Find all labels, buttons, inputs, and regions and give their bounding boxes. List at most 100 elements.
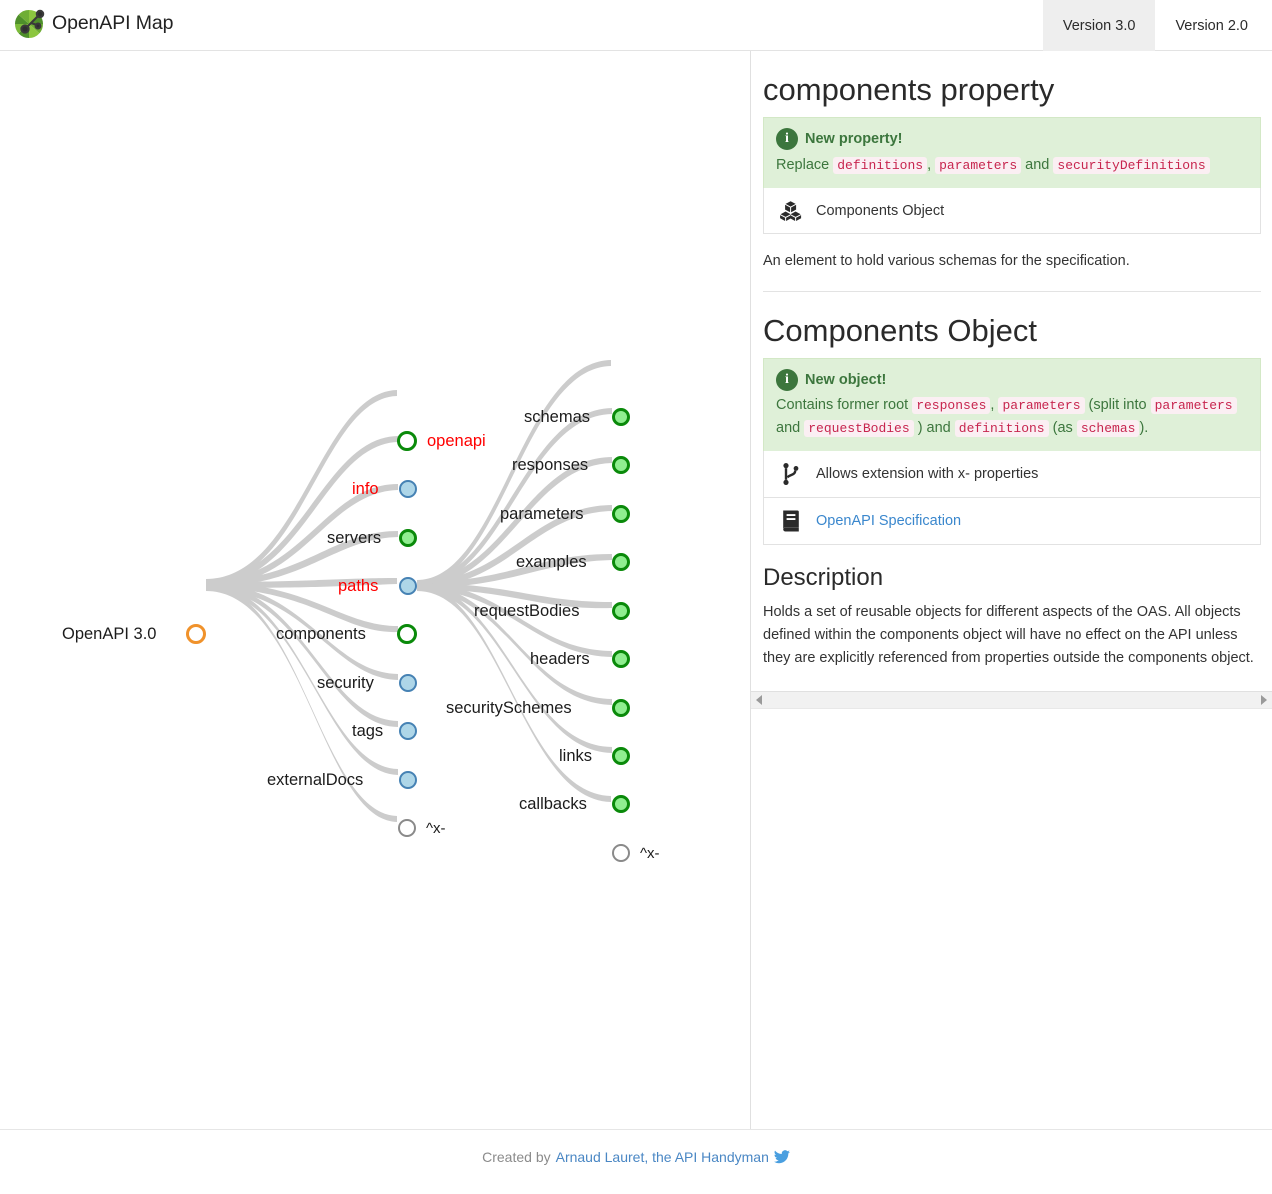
node-dot-links[interactable] <box>612 747 630 765</box>
git-branch-icon <box>778 462 804 486</box>
node-dot-extension-root[interactable] <box>398 819 416 837</box>
node-dot-openapi[interactable] <box>397 431 417 451</box>
graph-edges <box>206 360 612 822</box>
node-label-responses[interactable]: responses <box>512 456 589 474</box>
description-body: Holds a set of reusable objects for diff… <box>763 604 1254 667</box>
node-label-securityschemes[interactable]: securitySchemes <box>446 699 572 717</box>
description-title: Description <box>763 564 884 591</box>
object-alert-text-5: (as <box>1052 419 1073 436</box>
object-row-specification[interactable]: OpenAPI Specification <box>763 498 1261 545</box>
node-label-extension-components[interactable]: ^x- <box>640 845 660 862</box>
node-dot-externaldocs[interactable] <box>399 771 417 789</box>
code-definitions: definitions <box>833 156 928 174</box>
graph-canvas[interactable]: OpenAPI 3.0 openapi info servers paths c… <box>0 51 750 1129</box>
node-dot-root[interactable] <box>186 624 206 644</box>
node-dot-tags[interactable] <box>399 722 417 740</box>
node-label-examples[interactable]: examples <box>516 553 587 571</box>
node-label-tags[interactable]: tags <box>352 722 384 740</box>
property-row-label: Components Object <box>816 202 945 219</box>
tab-version-20[interactable]: Version 2.0 <box>1175 17 1248 34</box>
node-dot-responses[interactable] <box>612 456 630 474</box>
node-dot-schemas[interactable] <box>612 408 630 426</box>
property-alert-badge: New property! <box>805 131 903 148</box>
node-dot-examples[interactable] <box>612 553 630 571</box>
detail-horizontal-scrollbar[interactable] <box>751 691 1272 709</box>
author-link[interactable]: Arnaud Lauret, the API Handyman <box>555 1149 769 1165</box>
object-alert-text-6: ). <box>1139 419 1149 436</box>
alert-and: and <box>1025 156 1050 173</box>
node-dot-extension-components[interactable] <box>612 844 630 862</box>
openapi-specification-link[interactable]: OpenAPI Specification <box>816 513 962 529</box>
object-alert-body: Contains former root responses, paramete… <box>776 394 1248 439</box>
book-icon <box>778 509 804 533</box>
version-tabs: Version 3.0 Version 2.0 <box>1042 0 1268 51</box>
object-alert-text-2: (split into <box>1088 397 1147 414</box>
footer-credit: Created by Arnaud Lauret, the API Handym… <box>482 1149 790 1165</box>
property-row-components-object[interactable]: Components Object <box>763 188 1261 235</box>
node-dot-requestbodies[interactable] <box>612 602 630 620</box>
node-dot-callbacks[interactable] <box>612 795 630 813</box>
object-alert-text-4: ) and <box>917 419 951 436</box>
alert-comma: , <box>927 156 932 173</box>
node-label-paths[interactable]: paths <box>338 577 379 595</box>
node-dot-headers[interactable] <box>612 650 630 668</box>
property-paragraph: An element to hold various schemas for t… <box>763 253 1130 270</box>
node-label-info[interactable]: info <box>352 480 379 498</box>
code-responses: responses <box>912 397 991 415</box>
node-label-requestbodies[interactable]: requestBodies <box>474 602 580 620</box>
node-label-security[interactable]: security <box>317 674 374 692</box>
node-label-servers[interactable]: servers <box>327 529 382 547</box>
node-label-externaldocs[interactable]: externalDocs <box>267 771 364 789</box>
code-parameters: parameters <box>935 156 1022 174</box>
node-label-parameters[interactable]: parameters <box>500 505 584 523</box>
node-label-schemas[interactable]: schemas <box>524 408 591 426</box>
tab-version-30[interactable]: Version 3.0 <box>1042 0 1156 51</box>
twitter-bird-icon[interactable] <box>773 1150 790 1164</box>
info-circle-icon: i <box>776 368 798 391</box>
components-cubes-icon <box>778 200 804 222</box>
page-footer: Created by Arnaud Lauret, the API Handym… <box>0 1129 1272 1194</box>
brand-title: OpenAPI Map <box>52 12 174 35</box>
alert-prefix: Replace <box>776 156 830 173</box>
property-new-alert: i New property! Replace definitions, par… <box>763 117 1261 189</box>
scroll-right-arrow-icon[interactable] <box>1256 692 1272 708</box>
object-alert-comma: , <box>990 397 995 414</box>
property-alert-body: Replace definitions, parameters and secu… <box>776 154 1248 176</box>
code-parameters-1: parameters <box>998 397 1085 415</box>
code-schemas: schemas <box>1076 419 1140 437</box>
node-label-callbacks[interactable]: callbacks <box>519 795 587 813</box>
code-definitions-2: definitions <box>954 419 1049 437</box>
info-circle-icon: i <box>776 128 798 151</box>
object-alert-text-1: Contains former root <box>776 397 909 414</box>
section-divider <box>763 290 1261 292</box>
openapi-map-logo-icon <box>14 9 45 39</box>
code-securitydefinitions: securityDefinitions <box>1053 156 1210 174</box>
node-label-links[interactable]: links <box>559 747 593 765</box>
node-label-headers[interactable]: headers <box>530 650 590 668</box>
object-new-alert: i New object! Contains former root respo… <box>763 357 1261 451</box>
node-label-root[interactable]: OpenAPI 3.0 <box>62 625 157 643</box>
node-dot-securityschemes[interactable] <box>612 699 630 717</box>
node-label-openapi[interactable]: openapi <box>427 432 486 450</box>
scroll-left-arrow-icon[interactable] <box>751 692 767 708</box>
object-row-extension[interactable]: Allows extension with x- properties <box>763 451 1261 498</box>
object-title: Components Object <box>763 312 1037 348</box>
node-dot-security[interactable] <box>399 674 417 692</box>
object-alert-text-3: and <box>776 419 801 436</box>
brand: OpenAPI Map <box>12 6 173 42</box>
node-dot-components[interactable] <box>397 624 417 644</box>
object-alert-badge: New object! <box>805 371 887 388</box>
node-label-components[interactable]: components <box>276 625 366 643</box>
node-dot-paths[interactable] <box>399 577 417 595</box>
node-dot-parameters[interactable] <box>612 505 630 523</box>
property-title: components property <box>763 72 1055 107</box>
object-row-extension-label: Allows extension with x- properties <box>816 466 1039 482</box>
node-label-extension-root[interactable]: ^x- <box>426 820 446 837</box>
detail-panel: components property i New property! Repl… <box>750 51 1272 1129</box>
node-dot-servers[interactable] <box>399 529 417 547</box>
node-dot-info[interactable] <box>399 480 417 498</box>
app-header: OpenAPI Map Version 3.0 Version 2.0 <box>0 0 1272 51</box>
code-requestbodies: requestBodies <box>804 419 914 437</box>
footer-prefix: Created by <box>482 1149 551 1165</box>
code-parameters-2: parameters <box>1150 397 1237 415</box>
